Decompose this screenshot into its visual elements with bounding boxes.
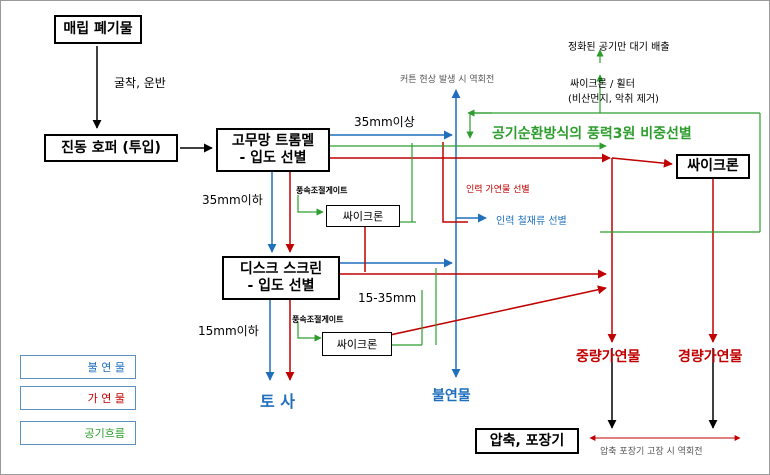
range-15-35mm-label: 15-35mm xyxy=(358,291,417,305)
legend-noncomb: 불 연 물 xyxy=(20,355,136,379)
under-35mm-label: 35mm이하 xyxy=(202,193,263,207)
manual-iron-sort-label: 인력 철재류 선별 xyxy=(496,216,567,227)
speed-gate-label-1: 풍속조절게이트 xyxy=(296,186,348,195)
noncomb-flow xyxy=(34,89,487,381)
trommel-box: 고무망 트롬멜 - 입도 선별 xyxy=(216,128,330,172)
over-35mm-label: 35mm이상 xyxy=(354,115,415,129)
cyclone-box-1: 싸이크론 xyxy=(326,205,400,227)
legend-air: 공기흐름 xyxy=(20,421,136,445)
main-cyclone-box: 싸이크론 xyxy=(676,154,750,179)
legend-comb-label: 가 연 물 xyxy=(87,392,125,405)
black-flow xyxy=(92,46,718,429)
legend-noncomb-label: 불 연 물 xyxy=(87,361,125,374)
heavy-comb-output-label: 중량가연물 xyxy=(576,349,641,365)
cyclone-filter-label: 싸이크론 / 휠터 xyxy=(570,79,635,90)
purified-air-label: 정화된 공기만 대기 배출 xyxy=(568,42,670,53)
noncomb-output-label: 불연물 xyxy=(432,388,471,404)
filter-note-label: (비산먼지, 악취 제거) xyxy=(568,94,659,105)
air-separation-banner: 공기순환방식의 풍력3원 비중선별 xyxy=(492,126,692,142)
speed-gate-label-2: 풍속조절게이트 xyxy=(292,315,344,324)
air-flow xyxy=(34,49,761,436)
light-comb-output-label: 경량가연물 xyxy=(678,349,743,365)
dig-transport-label: 굴착, 운반 xyxy=(114,76,166,90)
soil-output-label: 토 사 xyxy=(260,392,296,411)
compress-reverse-label: 압축 포장기 고장 시 역회전 xyxy=(600,447,703,457)
vibrating-hopper-box: 진동 호퍼 (투입) xyxy=(44,134,178,162)
compress-pack-box: 압축, 포장기 xyxy=(475,428,579,454)
under-15mm-label: 15mm이하 xyxy=(198,324,259,338)
conveyor-reverse-label: 커튼 현상 발생 시 역회전 xyxy=(400,75,495,85)
cyclone-box-2: 싸이크론 xyxy=(322,332,392,356)
disc-screen-box: 디스크 스크린 - 입도 선별 xyxy=(222,256,340,300)
legend-comb: 가 연 물 xyxy=(20,386,136,410)
landfill-waste-box: 매립 폐기물 xyxy=(54,15,142,44)
legend-air-label: 공기흐름 xyxy=(84,427,125,440)
manual-comb-sort-label: 인력 가연물 선별 xyxy=(466,185,530,195)
